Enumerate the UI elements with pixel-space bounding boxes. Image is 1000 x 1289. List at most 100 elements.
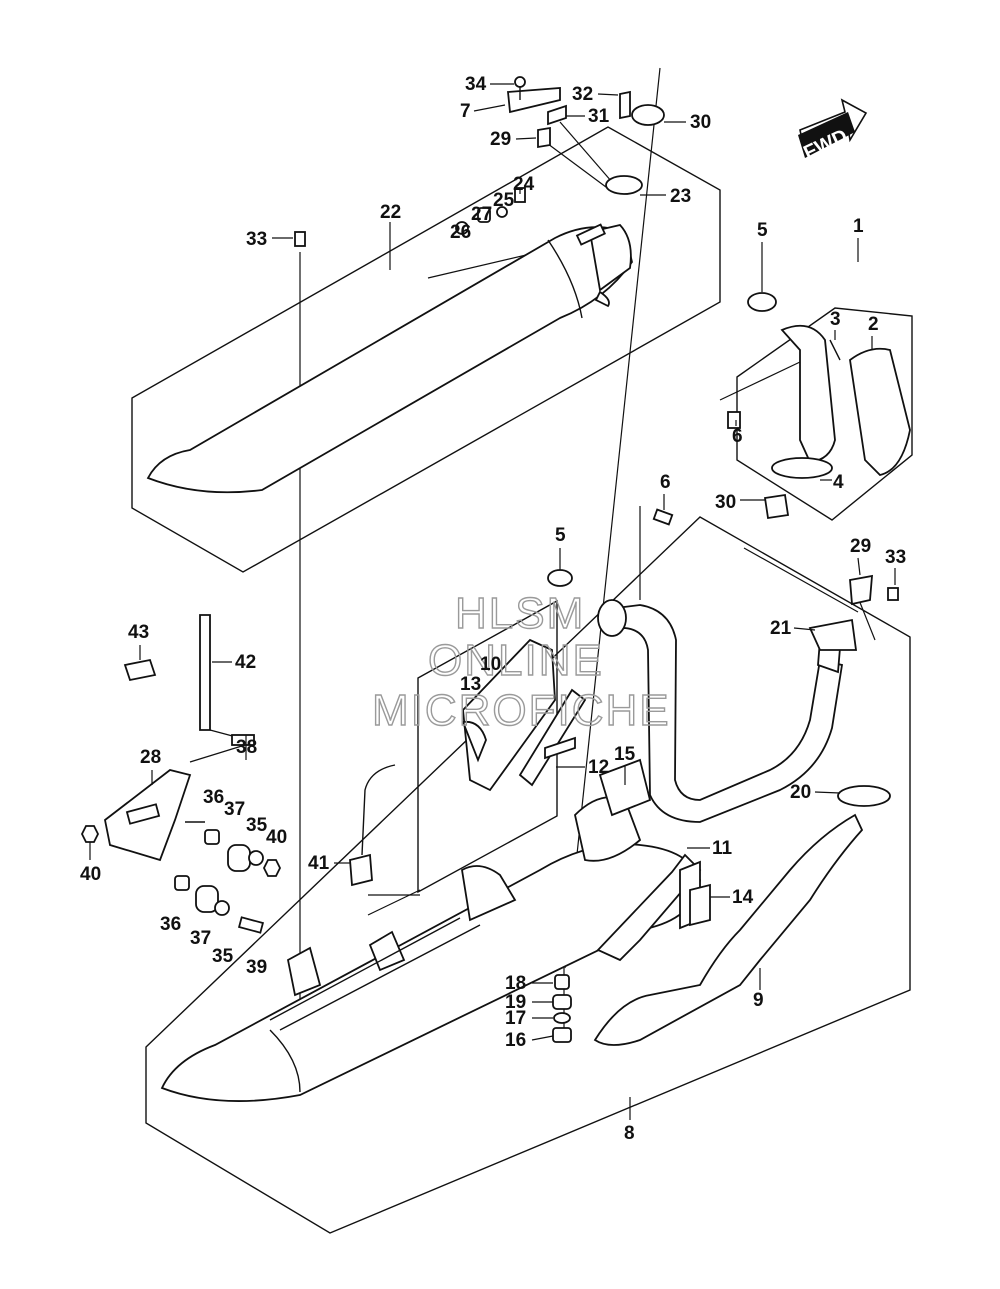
collector	[574, 796, 642, 862]
washer-25	[496, 206, 508, 218]
bolt-38	[231, 734, 255, 746]
callout-18: 18	[505, 973, 526, 994]
callout-3: 3	[830, 309, 841, 330]
callout-37: 37	[190, 928, 211, 949]
shield-9	[593, 813, 864, 1046]
callout-42: 42	[235, 652, 256, 673]
shield-12-a	[518, 688, 587, 787]
muffler-lower-group-box	[145, 516, 911, 1234]
head-pipe	[597, 574, 899, 823]
callout-9: 9	[753, 990, 764, 1011]
callout-32: 32	[572, 84, 593, 105]
callout-35: 35	[212, 946, 234, 967]
side-hardware	[80, 614, 572, 1043]
callout-36: 36	[203, 787, 224, 808]
watermark: HLSM ONLINE MICROFICHE	[371, 588, 671, 735]
callout-5: 5	[757, 220, 768, 241]
callout-39: 39	[246, 957, 267, 978]
callout-23: 23	[670, 186, 691, 207]
callout-5: 5	[555, 525, 566, 546]
callout-40: 40	[80, 864, 101, 885]
callout-12: 12	[588, 757, 609, 778]
callout-7: 7	[460, 101, 471, 122]
watermark-line-2: ONLINE	[428, 636, 604, 685]
callout-leaders	[89, 83, 873, 1041]
pipe-front	[780, 324, 836, 463]
cushion-37b	[195, 885, 219, 913]
flange	[597, 599, 627, 637]
callout-41: 41	[308, 853, 330, 874]
callout-2: 2	[868, 314, 879, 335]
inner-pipe-subgroup-box	[417, 599, 558, 894]
nut-40b	[80, 825, 100, 843]
forward-direction-arrow: FWD	[798, 98, 868, 164]
bolt-6b	[652, 508, 674, 526]
callout-24: 24	[513, 174, 535, 195]
strap-42	[199, 614, 211, 731]
callout-35: 35	[246, 815, 268, 836]
gasket-5a	[747, 292, 777, 312]
bolt-33a	[294, 231, 306, 247]
bolt-6a	[727, 411, 741, 429]
callout-13: 13	[460, 674, 481, 695]
damper-29b	[849, 574, 873, 606]
gasket-30b	[763, 493, 790, 520]
nut-26	[455, 221, 469, 235]
callout-8: 8	[624, 1123, 635, 1144]
gasket-5b	[547, 569, 573, 587]
cushion-31	[547, 104, 567, 126]
collar-36b	[174, 875, 190, 891]
callout-6: 6	[660, 472, 671, 493]
shield-10	[462, 638, 556, 792]
callout-37: 37	[224, 799, 245, 820]
callout-30: 30	[690, 112, 711, 133]
label-43	[123, 658, 157, 682]
callout-11: 11	[712, 838, 733, 859]
callout-1: 1	[853, 216, 864, 237]
callout-29: 29	[490, 129, 511, 150]
watermark-line-1: HLSM	[455, 589, 585, 638]
callout-21: 21	[770, 618, 792, 639]
callout-29: 29	[850, 536, 871, 557]
washer-35b	[214, 900, 230, 916]
callout-14: 14	[732, 887, 754, 908]
plate-14	[689, 883, 711, 927]
clamp-21	[808, 618, 858, 651]
watermark-line-3: MICROFICHE	[372, 686, 671, 735]
bracket-heat	[461, 865, 517, 922]
exhaust-pipe-group-box	[736, 307, 913, 521]
callout-31: 31	[588, 106, 610, 127]
spacer-27	[477, 207, 491, 223]
gasket-30	[631, 104, 665, 126]
callout-16: 16	[505, 1030, 526, 1051]
clamp-23	[605, 175, 643, 195]
callout-33: 33	[246, 229, 267, 250]
muffler-upper-group-box	[131, 126, 721, 573]
upper-muffler-assembly	[146, 223, 633, 494]
mount-boss-2	[286, 946, 322, 997]
heat-shields	[461, 638, 891, 1046]
bracket-7	[507, 87, 561, 114]
lower-muffler-assembly	[160, 796, 701, 1102]
callout-22: 22	[380, 202, 401, 223]
callout-17: 17	[505, 1008, 526, 1029]
bolt-39	[237, 916, 265, 934]
clamp-4	[771, 457, 833, 479]
exhaust-pipe-assembly	[547, 292, 911, 587]
callout-28: 28	[140, 747, 161, 768]
collar-36a	[204, 829, 220, 845]
nut-18	[554, 974, 570, 990]
bolt-33b	[887, 587, 899, 601]
nut-40a	[262, 859, 282, 877]
callout-20: 20	[790, 782, 811, 803]
bolt-34	[514, 76, 526, 88]
callout-43: 43	[128, 622, 149, 643]
callout-36: 36	[160, 914, 181, 935]
leader-lines	[189, 67, 896, 1120]
clip-13	[461, 720, 487, 763]
cushion-37a	[227, 844, 251, 872]
pin-3	[829, 339, 841, 361]
cushion-19	[552, 994, 572, 1010]
callout-labels: 34 32 7 31 30 29 24 23 22 27 25 26 33 1 …	[80, 74, 906, 1144]
damper-29	[537, 126, 551, 149]
